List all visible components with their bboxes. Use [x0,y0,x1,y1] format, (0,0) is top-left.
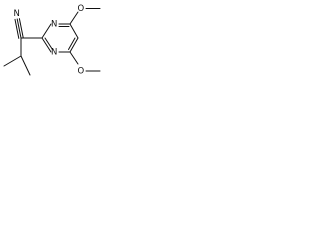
nitrile-nitrogen-label: N [14,9,20,19]
top-methoxy-ring-bond [69,11,79,25]
ring-double-bond-c5-c6 [68,37,76,50]
top-methoxy-oxygen-label: O [78,4,85,14]
chemical-structure-diagram: N N N O O [3,4,101,77]
isopropyl-methyl-bond-right [20,55,31,76]
ring-nitrogen-bottom-label: N [51,48,57,58]
nitrile-bond-line-3 [14,18,20,39]
ring-nitrogen-top-label: N [51,20,57,30]
ring-bond-c2-n-top [41,23,52,39]
bottom-methoxy-ring-bond [69,51,79,65]
bottom-methoxy-oxygen-label: O [78,67,85,77]
nitrile-bond-line-1 [16,18,22,39]
ring-bond-c2-n-bottom [41,37,52,53]
nitrile-bond-line-2 [18,18,24,39]
ring-bond-c5-c6 [69,37,79,53]
ring-bond-c4-c5 [69,23,79,39]
ring-double-bond-c2-n-bottom [44,37,53,50]
isopropyl-methyl-bond-left [3,55,22,67]
